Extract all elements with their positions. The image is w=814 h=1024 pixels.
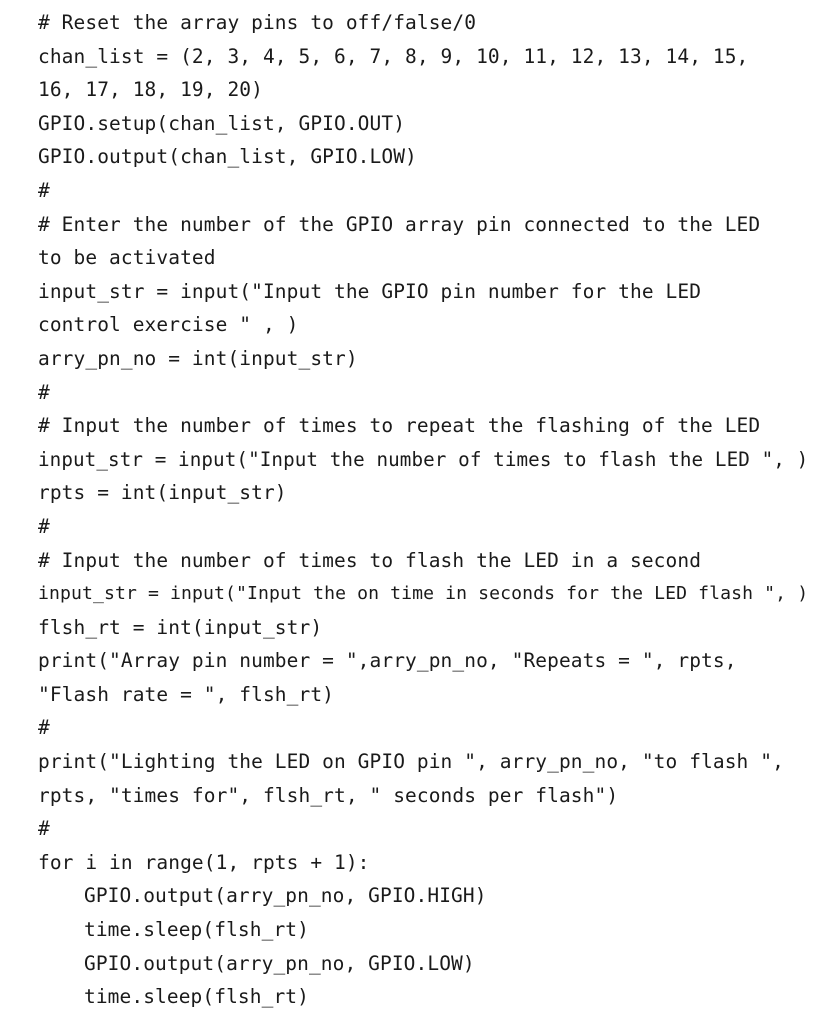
code-line: rpts = int(input_str) xyxy=(38,481,287,505)
code-line: GPIO.setup(chan_list, GPIO.OUT) xyxy=(38,111,406,135)
code-line: GPIO.output(arry_pn_no, GPIO.LOW) xyxy=(84,951,475,975)
code-line: # xyxy=(38,380,50,404)
code-line: input_str = input("Input the number of t… xyxy=(38,447,809,471)
code-listing: # Reset the array pins to off/false/0 ch… xyxy=(38,6,808,1014)
code-line: # xyxy=(38,716,50,740)
code-line: control exercise " , ) xyxy=(38,313,299,337)
code-line: chan_list = (2, 3, 4, 5, 6, 7, 8, 9, 10,… xyxy=(38,44,749,68)
code-line: flsh_rt = int(input_str) xyxy=(38,615,323,639)
code-line: print("Array pin number = ",arry_pn_no, … xyxy=(38,649,737,673)
code-line: rpts, "times for", flsh_rt, " seconds pe… xyxy=(38,783,619,807)
code-line: # Reset the array pins to off/false/0 xyxy=(38,11,477,34)
code-line: # xyxy=(38,178,50,202)
code-line: time.sleep(flsh_rt) xyxy=(84,918,309,942)
code-line: # Input the number of times to flash the… xyxy=(38,548,702,572)
code-line: for i in range(1, rpts + 1): xyxy=(38,850,370,874)
code-line: input_str = input("Input the GPIO pin nu… xyxy=(38,279,702,303)
code-line: to be activated xyxy=(38,246,216,270)
code-line: "Flash rate = ", flsh_rt) xyxy=(38,682,334,706)
code-line: print("Lighting the LED on GPIO pin ", a… xyxy=(38,750,784,774)
code-line: # Enter the number of the GPIO array pin… xyxy=(38,212,761,236)
code-line: # xyxy=(38,817,50,841)
code-line: 16, 17, 18, 19, 20) xyxy=(38,78,263,102)
code-line: # Input the number of times to repeat th… xyxy=(38,414,761,438)
code-line: time.sleep(flsh_rt) xyxy=(84,985,309,1009)
code-line: GPIO.output(chan_list, GPIO.LOW) xyxy=(38,145,417,169)
code-line: GPIO.output(arry_pn_no, GPIO.HIGH) xyxy=(84,884,487,908)
code-line: input_str = input("Input the on time in … xyxy=(38,583,809,605)
code-line: arry_pn_no = int(input_str) xyxy=(38,346,358,370)
code-line: # xyxy=(38,514,50,538)
